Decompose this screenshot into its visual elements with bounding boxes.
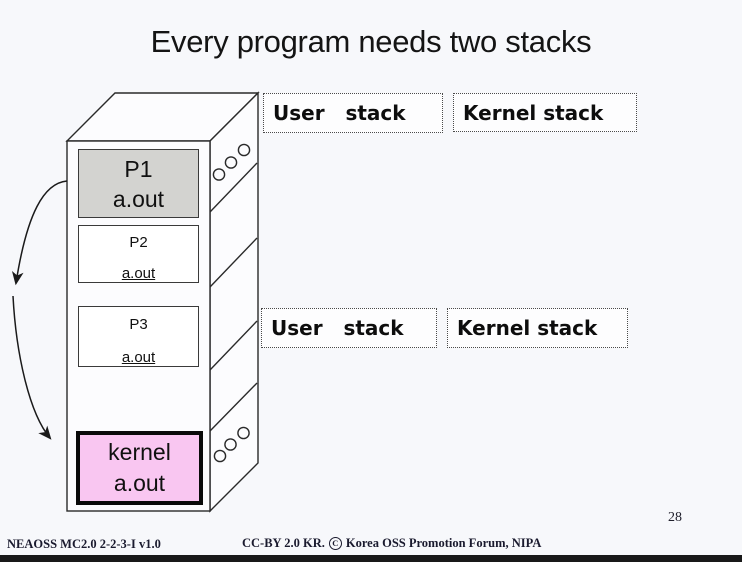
memory-slot-kernel: kernel a.out [76,431,203,505]
shelf-diagonal-1 [209,162,258,213]
memory-slot-p1: P1 a.out [78,149,199,218]
kernel-stack-label-top: Kernel stack [453,93,637,132]
slide-title: Every program needs two stacks [150,24,592,59]
p2-label: P2 [129,234,148,251]
kernel-stack-label-middle: Kernel stack [447,308,628,348]
shelf-diagonal-4 [209,382,258,432]
curved-arrow-from-p1 [11,180,68,286]
kernel-label: kernel [108,439,171,465]
vent-circles-top [212,143,251,181]
shelf-diagonal-3 [209,320,258,371]
kernel-program: a.out [113,470,166,496]
p3-program: a.out [121,349,156,366]
footer-license: CC-BY 2.0 KR. C Korea OSS Promotion Foru… [242,536,541,551]
copyright-icon: C [328,537,342,550]
license-text: CC-BY 2.0 KR. [242,536,325,550]
bottom-border-bar [0,555,742,562]
p1-label: P1 [124,155,153,182]
license-owner: Korea OSS Promotion Forum, NIPA [345,536,542,550]
tower-side-face [209,91,259,513]
p1-program: a.out [112,185,165,212]
shelf-diagonal-2 [209,237,258,288]
p2-program: a.out [121,265,156,282]
memory-slot-p3: P3 a.out [78,306,199,367]
footer-course-id: NEAOSS MC2.0 2-2-3-I v1.0 [7,537,161,551]
curved-arrow-to-kernel [12,295,52,440]
user-stack-label-top: User stack [263,93,443,133]
user-stack-label-middle: User stack [261,308,437,348]
page-number: 28 [668,510,682,525]
memory-slot-p2: P2 a.out [78,225,199,283]
vent-circles-bottom [213,426,250,463]
tower-top-face [65,92,260,142]
p3-label: P3 [129,316,148,333]
